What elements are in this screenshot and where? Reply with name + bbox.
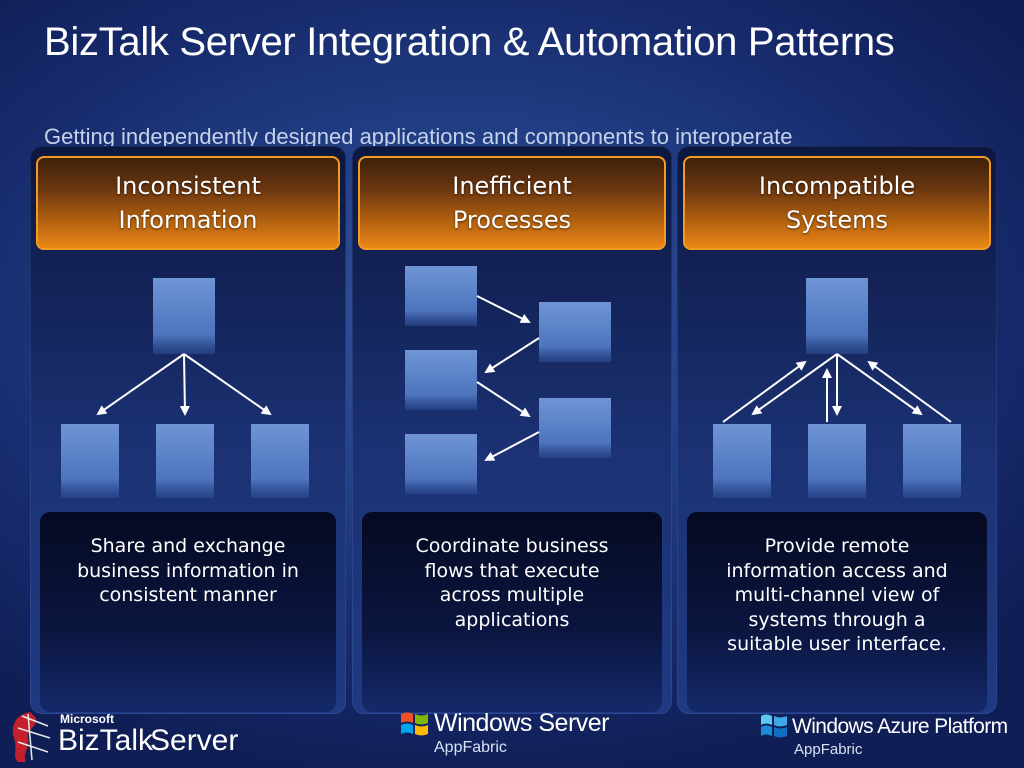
- pattern-description-box: Provide remote information access and mu…: [687, 512, 987, 712]
- flow-arrow: [867, 360, 952, 423]
- windows-server-appfabric-logo: Windows Server AppFabric: [400, 708, 640, 764]
- flow-arrow: [484, 431, 540, 461]
- pattern-description-box: Coordinate business flows that execute a…: [362, 512, 662, 712]
- target-node: [156, 424, 214, 498]
- flow-arrow: [476, 381, 531, 418]
- pattern-description-box: Share and exchange business information …: [40, 512, 336, 712]
- pattern-header: Incompatible Systems: [683, 156, 991, 250]
- process-node: [405, 266, 477, 326]
- pattern-header-label: Inefficient Processes: [452, 172, 572, 234]
- flow-arrow: [751, 353, 838, 416]
- flow-arrow: [179, 353, 190, 416]
- slide-title: BizTalk Server Integration & Automation …: [44, 20, 895, 64]
- windows-server-product: Windows Server: [434, 709, 610, 737]
- azure-component: AppFabric: [794, 741, 863, 758]
- windows-server-component: AppFabric: [434, 739, 507, 756]
- process-node: [405, 350, 477, 410]
- windows-flag-icon: [401, 712, 428, 736]
- pattern-header: Inconsistent Information: [36, 156, 340, 250]
- process-node: [539, 302, 611, 362]
- flow-arrow: [836, 353, 923, 416]
- process-node: [405, 434, 477, 494]
- flow-arrow: [96, 353, 185, 416]
- flow-arrow: [183, 353, 272, 416]
- pattern-column-inconsistent-information: Inconsistent Information Share and excha…: [30, 146, 346, 714]
- source-node: [153, 278, 215, 354]
- flow-arrow: [476, 295, 531, 323]
- windows-azure-platform-appfabric-logo: Windows Azure Platform AppFabric: [760, 710, 1022, 766]
- azure-flag-icon: [761, 714, 787, 738]
- system-node: [808, 424, 866, 498]
- pattern-description: Provide remote information access and mu…: [726, 535, 948, 655]
- system-node: [713, 424, 771, 498]
- pattern-column-inefficient-processes: Inefficient Processes Coordinate busines…: [352, 146, 672, 714]
- system-node: [903, 424, 961, 498]
- process-flow-diagram: [405, 266, 611, 494]
- pattern-column-incompatible-systems: Incompatible Systems Provide remote info…: [677, 146, 997, 714]
- biztalk-server-logo: Microsoft BizTalk Server: [8, 708, 248, 764]
- pattern-description: Coordinate business flows that execute a…: [415, 535, 609, 631]
- flow-arrow: [484, 337, 540, 374]
- pattern-header-label: Inconsistent Information: [115, 172, 261, 234]
- target-node: [61, 424, 119, 498]
- broadcast-diagram: [61, 278, 309, 498]
- bidirectional-diagram: [713, 278, 961, 498]
- azure-product: Windows Azure Platform: [792, 715, 1008, 738]
- pattern-description: Share and exchange business information …: [77, 535, 299, 606]
- biztalk-suffix: Server: [150, 724, 239, 757]
- biztalk-vendor: Microsoft: [60, 712, 114, 726]
- pattern-header-label: Incompatible Systems: [758, 172, 916, 234]
- biztalk-logo-icon: [12, 712, 51, 762]
- flow-arrow: [722, 360, 807, 423]
- biztalk-product: BizTalk: [58, 724, 154, 757]
- target-node: [251, 424, 309, 498]
- hub-node: [806, 278, 868, 354]
- pattern-header: Inefficient Processes: [358, 156, 666, 250]
- slide-subtitle: Getting independently designed applicati…: [44, 124, 793, 149]
- process-node: [539, 398, 611, 458]
